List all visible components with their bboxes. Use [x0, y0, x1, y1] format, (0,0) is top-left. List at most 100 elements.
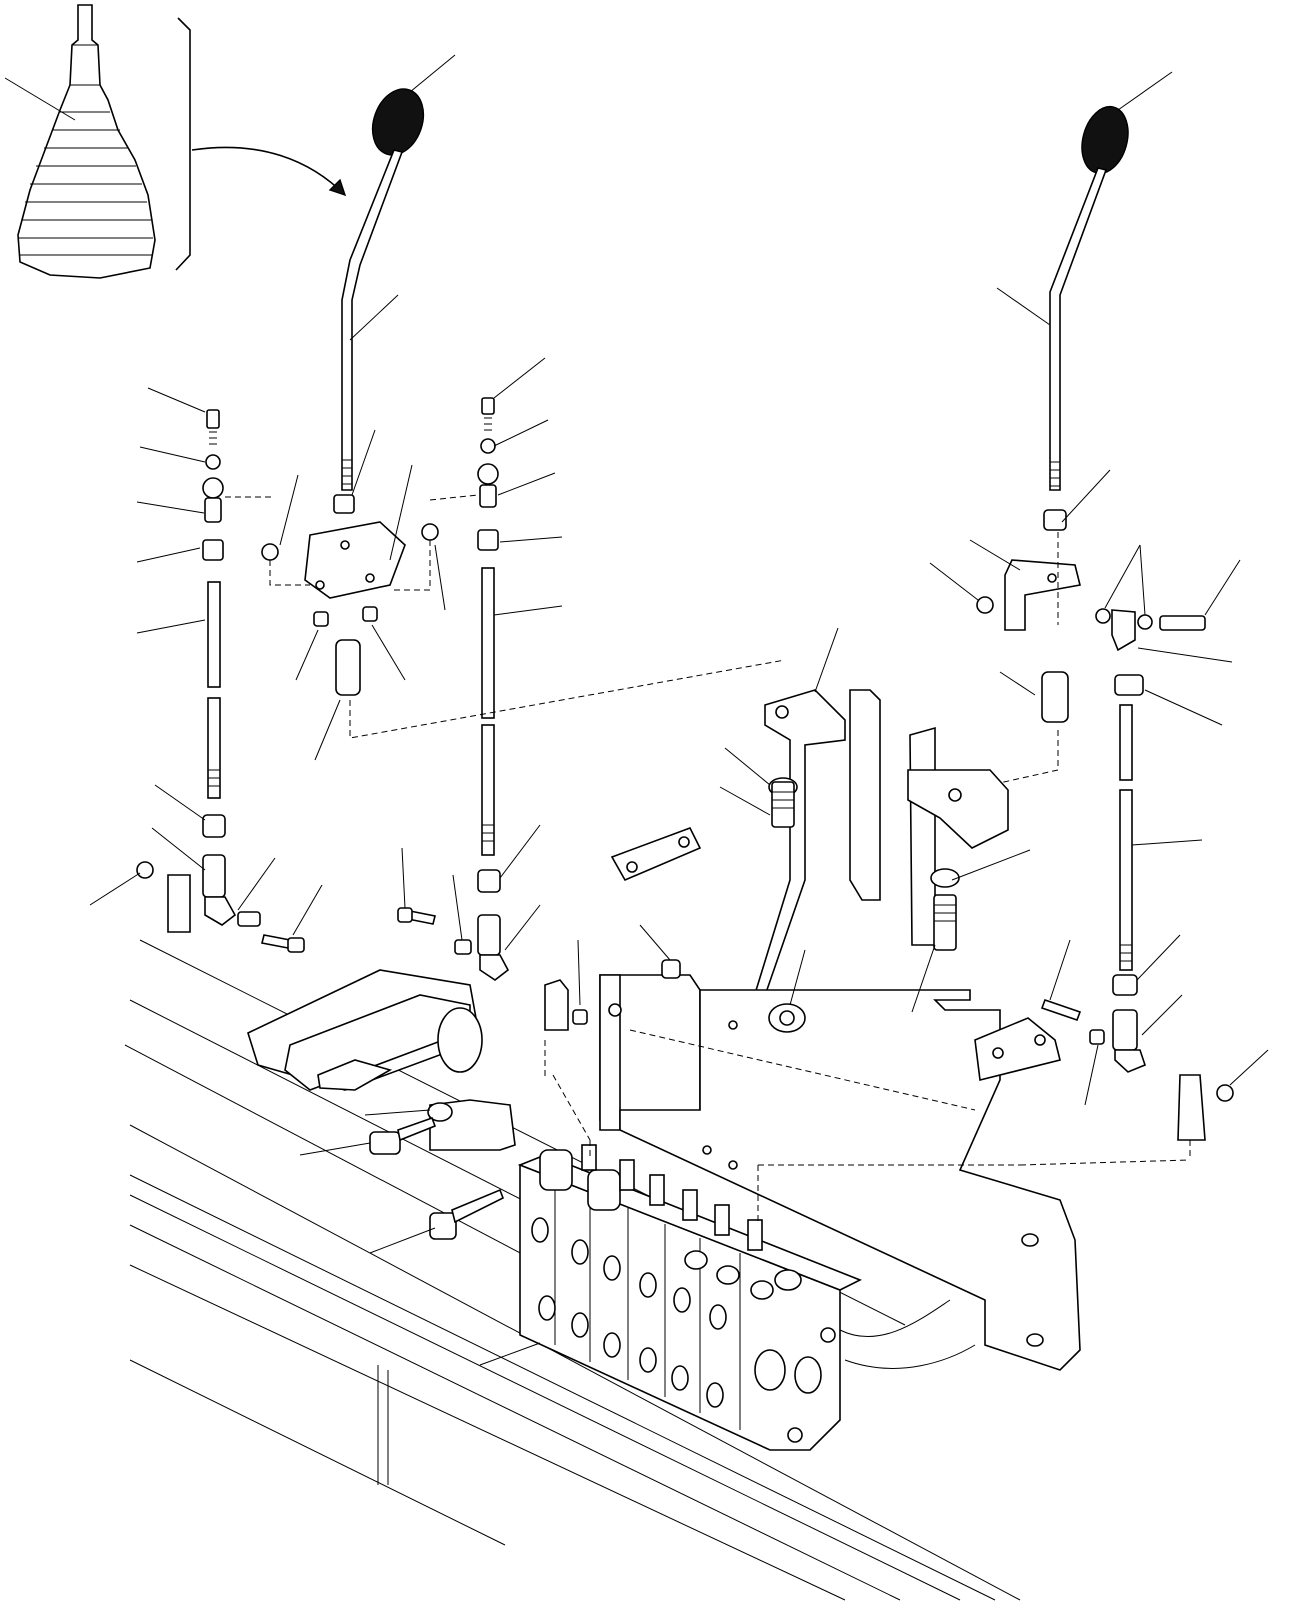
port [531, 1217, 549, 1243]
leader-line [996, 287, 1051, 326]
pivot-pin [437, 1007, 483, 1073]
lever-knob [371, 88, 425, 156]
leader-line [299, 1142, 371, 1156]
port [603, 1255, 621, 1281]
leader-line [499, 536, 563, 543]
leader-line [349, 294, 399, 341]
spool-cap [539, 1149, 573, 1191]
mounting-plate [304, 521, 406, 599]
leader-line [364, 1109, 431, 1116]
leader-line [479, 1342, 541, 1366]
control-valve-bank [479, 1140, 976, 1451]
port [571, 1312, 589, 1338]
leader-line [497, 472, 556, 496]
support-post [849, 689, 881, 901]
leader-line [951, 849, 1031, 881]
spool-clevis [747, 1219, 763, 1251]
washer [1137, 614, 1153, 630]
leader-line [434, 544, 446, 611]
leader-line [295, 629, 319, 681]
valve-mount-plate [619, 989, 1081, 1371]
leader-line [452, 874, 463, 941]
port [794, 1356, 822, 1394]
leader-line [1141, 994, 1183, 1036]
leader-line [292, 884, 323, 936]
spool-clevis [682, 1189, 698, 1221]
leader-line [999, 671, 1036, 696]
leader-line [493, 357, 546, 399]
leader-line [369, 1227, 436, 1254]
leader-line [1204, 559, 1241, 616]
leader-line [314, 699, 341, 761]
mounting-frame [599, 627, 1081, 1371]
leader-line [929, 562, 979, 601]
leader-line [1117, 71, 1173, 111]
leader-line [4, 77, 76, 121]
leader-line [724, 747, 771, 786]
leader-line [389, 464, 413, 561]
linkage-rod-left [89, 387, 323, 953]
leader-line [136, 547, 201, 563]
washer [421, 523, 439, 541]
leader-line [789, 949, 806, 1006]
port [639, 1347, 657, 1373]
control-lever-right [929, 71, 1269, 1141]
ball-joint [1111, 609, 1136, 652]
leader-line [371, 624, 406, 681]
rubber-boot [17, 4, 156, 279]
leader-line [279, 474, 299, 546]
leader-line [577, 939, 581, 1006]
leader-line [504, 904, 541, 951]
nut [661, 959, 681, 979]
chassis-frame [124, 939, 1191, 1601]
port [571, 1239, 589, 1265]
leader-line [1136, 934, 1181, 981]
leader-line [1104, 544, 1141, 609]
leader-line [89, 872, 141, 906]
bolt [933, 894, 957, 951]
leader-line [154, 784, 206, 821]
linkage-rod-center [349, 357, 786, 981]
port [673, 1287, 691, 1313]
nut [313, 611, 329, 627]
leader-line [1049, 939, 1071, 1001]
side-arm [974, 1017, 1061, 1081]
bolt-shank [451, 1188, 505, 1224]
mounting-plate [1004, 559, 1081, 631]
nut [1114, 674, 1144, 696]
spool-clevis [619, 1159, 635, 1191]
spacer-bushing [1041, 671, 1069, 723]
nut [976, 596, 994, 614]
leader-line [151, 827, 206, 871]
boot-inset [4, 4, 347, 279]
washer [930, 868, 960, 888]
washer [427, 1102, 453, 1122]
nut [333, 494, 355, 514]
leader-line [401, 847, 406, 909]
washer [261, 543, 279, 561]
spool-cap [587, 1169, 621, 1211]
port [754, 1349, 786, 1391]
bolt [771, 781, 795, 828]
lever-plate-left [261, 429, 446, 761]
leader-line [237, 857, 276, 911]
pivot-block [317, 1059, 393, 1091]
nut [362, 606, 378, 622]
washer [1095, 608, 1111, 624]
leader-line [1061, 469, 1111, 523]
leader-line [136, 619, 206, 634]
leader-line [139, 446, 206, 463]
inset-bracket [175, 17, 191, 271]
leader-line [499, 824, 541, 879]
leader-line [136, 501, 205, 514]
port [538, 1295, 556, 1321]
leader-line [719, 786, 771, 816]
leader-line [911, 944, 936, 1013]
bolt-head [429, 1212, 457, 1240]
leader-line [409, 54, 456, 93]
spool-clevis [714, 1204, 730, 1236]
leader-line [1144, 689, 1223, 726]
spacer-bushing [335, 639, 361, 696]
leader-line [1084, 1044, 1099, 1106]
